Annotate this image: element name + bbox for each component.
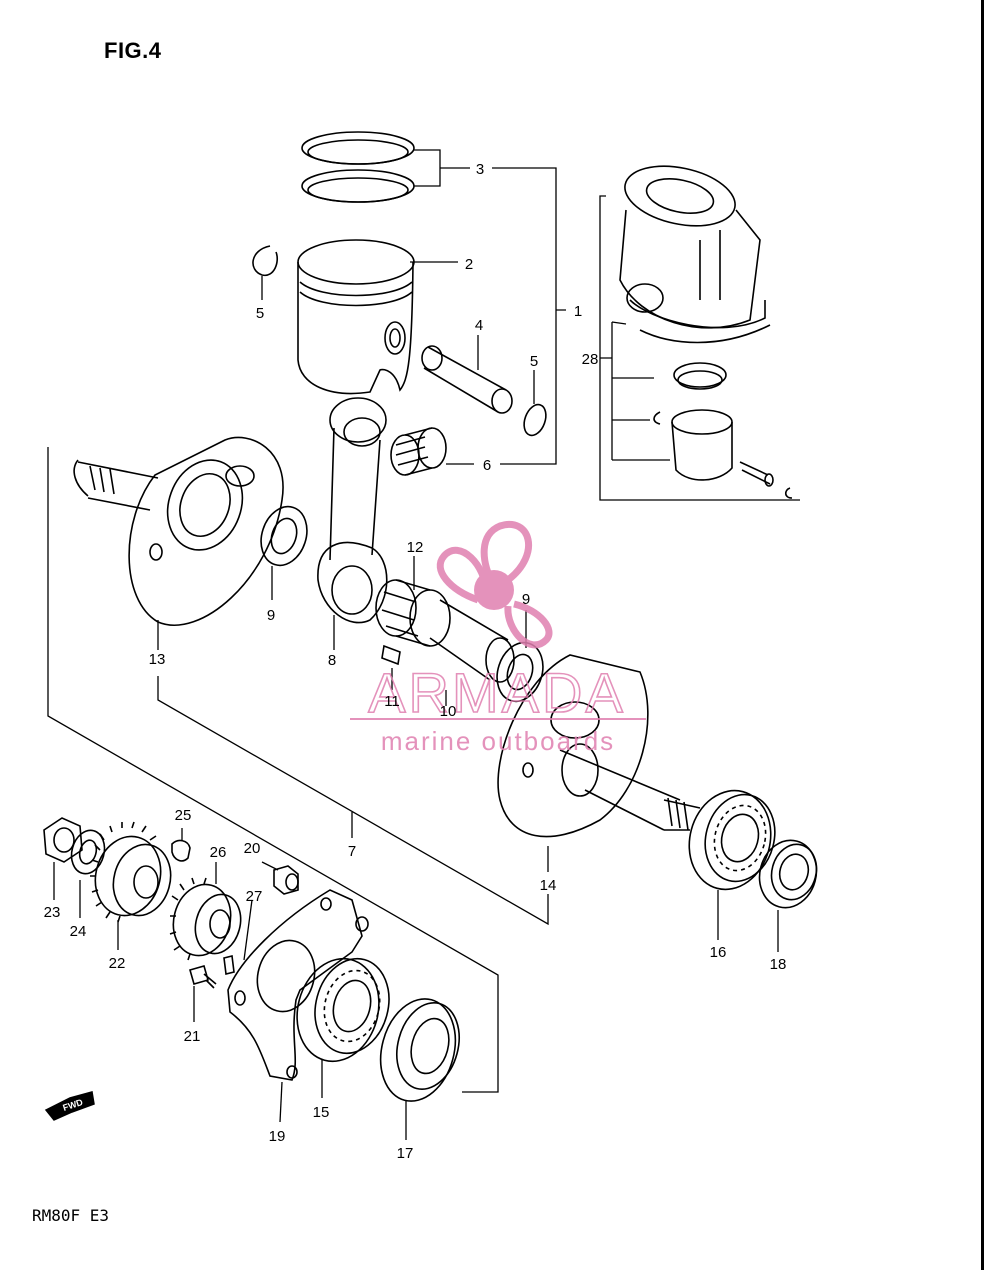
callout-6: 6 bbox=[483, 457, 491, 474]
cylinder-block bbox=[619, 165, 771, 344]
bearing-left bbox=[296, 957, 390, 1063]
fwd-arrow-icon: FWD bbox=[44, 1091, 95, 1121]
callout-10: 10 bbox=[440, 703, 457, 720]
oil-seal-right bbox=[758, 839, 818, 909]
crank-web-left bbox=[73, 436, 284, 626]
washer bbox=[70, 829, 106, 875]
watermark-brand: ARMADA bbox=[368, 661, 626, 724]
circlip-right bbox=[523, 403, 547, 437]
figure-title: FIG.4 bbox=[104, 38, 162, 63]
callout-5-left: 5 bbox=[256, 305, 264, 322]
callout-24: 24 bbox=[70, 923, 87, 940]
callout-5-right: 5 bbox=[530, 353, 538, 370]
callout-2: 2 bbox=[465, 256, 473, 273]
watermark-rule bbox=[350, 718, 646, 720]
piston-rings bbox=[301, 131, 415, 203]
key-small bbox=[381, 644, 401, 666]
dowel-pin bbox=[223, 955, 235, 975]
pump-drive-gear bbox=[169, 877, 242, 961]
oil-seal-left bbox=[379, 998, 460, 1102]
callout-25: 25 bbox=[175, 807, 192, 824]
propeller-logo-icon bbox=[436, 520, 553, 649]
callout-11: 11 bbox=[384, 693, 400, 710]
callout-9-right: 9 bbox=[522, 591, 530, 608]
callout-22: 22 bbox=[109, 955, 126, 972]
callout-16: 16 bbox=[710, 944, 727, 961]
piston-pin bbox=[421, 345, 513, 414]
callout-21: 21 bbox=[184, 1028, 201, 1045]
callout-labels: 3 1 2 5 4 5 6 28 9 8 12 9 13 11 10 7 14 … bbox=[44, 161, 787, 1162]
circlip-left bbox=[252, 245, 278, 277]
callout-14: 14 bbox=[540, 877, 557, 894]
cylinder-gasket-ring bbox=[673, 362, 727, 390]
page-edge-line bbox=[981, 0, 984, 1270]
connecting-rod bbox=[317, 397, 388, 624]
callout-8: 8 bbox=[328, 652, 336, 669]
callout-26: 26 bbox=[210, 844, 227, 861]
callout-18: 18 bbox=[770, 956, 787, 973]
bearing-right bbox=[688, 789, 776, 891]
model-code: RM80F E3 bbox=[32, 1206, 110, 1225]
crankpin-bearing bbox=[375, 579, 451, 647]
callout-20: 20 bbox=[244, 840, 261, 857]
piston-small bbox=[653, 409, 793, 499]
callout-17: 17 bbox=[397, 1145, 414, 1162]
nut bbox=[43, 817, 83, 863]
primary-gear bbox=[90, 821, 172, 923]
woodruff-key bbox=[171, 839, 191, 862]
callout-27: 27 bbox=[246, 888, 263, 905]
callout-12: 12 bbox=[407, 539, 424, 556]
bearing-retainer-plate bbox=[227, 889, 369, 1081]
bolt-20 bbox=[273, 865, 299, 895]
crankpin bbox=[429, 599, 515, 683]
callout-9-left: 9 bbox=[267, 607, 275, 624]
watermark-tagline: marine outboards bbox=[381, 726, 615, 756]
screw-21 bbox=[189, 965, 217, 989]
leader-lines bbox=[47, 149, 800, 1140]
callout-19: 19 bbox=[269, 1128, 286, 1145]
callout-3: 3 bbox=[476, 161, 484, 178]
armada-watermark: ARMADA marine outboards bbox=[350, 520, 646, 756]
callout-23: 23 bbox=[44, 904, 61, 921]
piston bbox=[297, 239, 415, 395]
callout-28: 28 bbox=[582, 351, 599, 368]
callout-1: 1 bbox=[574, 303, 582, 320]
callout-7: 7 bbox=[348, 843, 356, 860]
thrust-washer-left bbox=[260, 505, 308, 567]
needle-bearing-small bbox=[390, 427, 447, 476]
callout-4: 4 bbox=[475, 317, 483, 334]
callout-13: 13 bbox=[149, 651, 166, 668]
callout-15: 15 bbox=[313, 1104, 330, 1121]
